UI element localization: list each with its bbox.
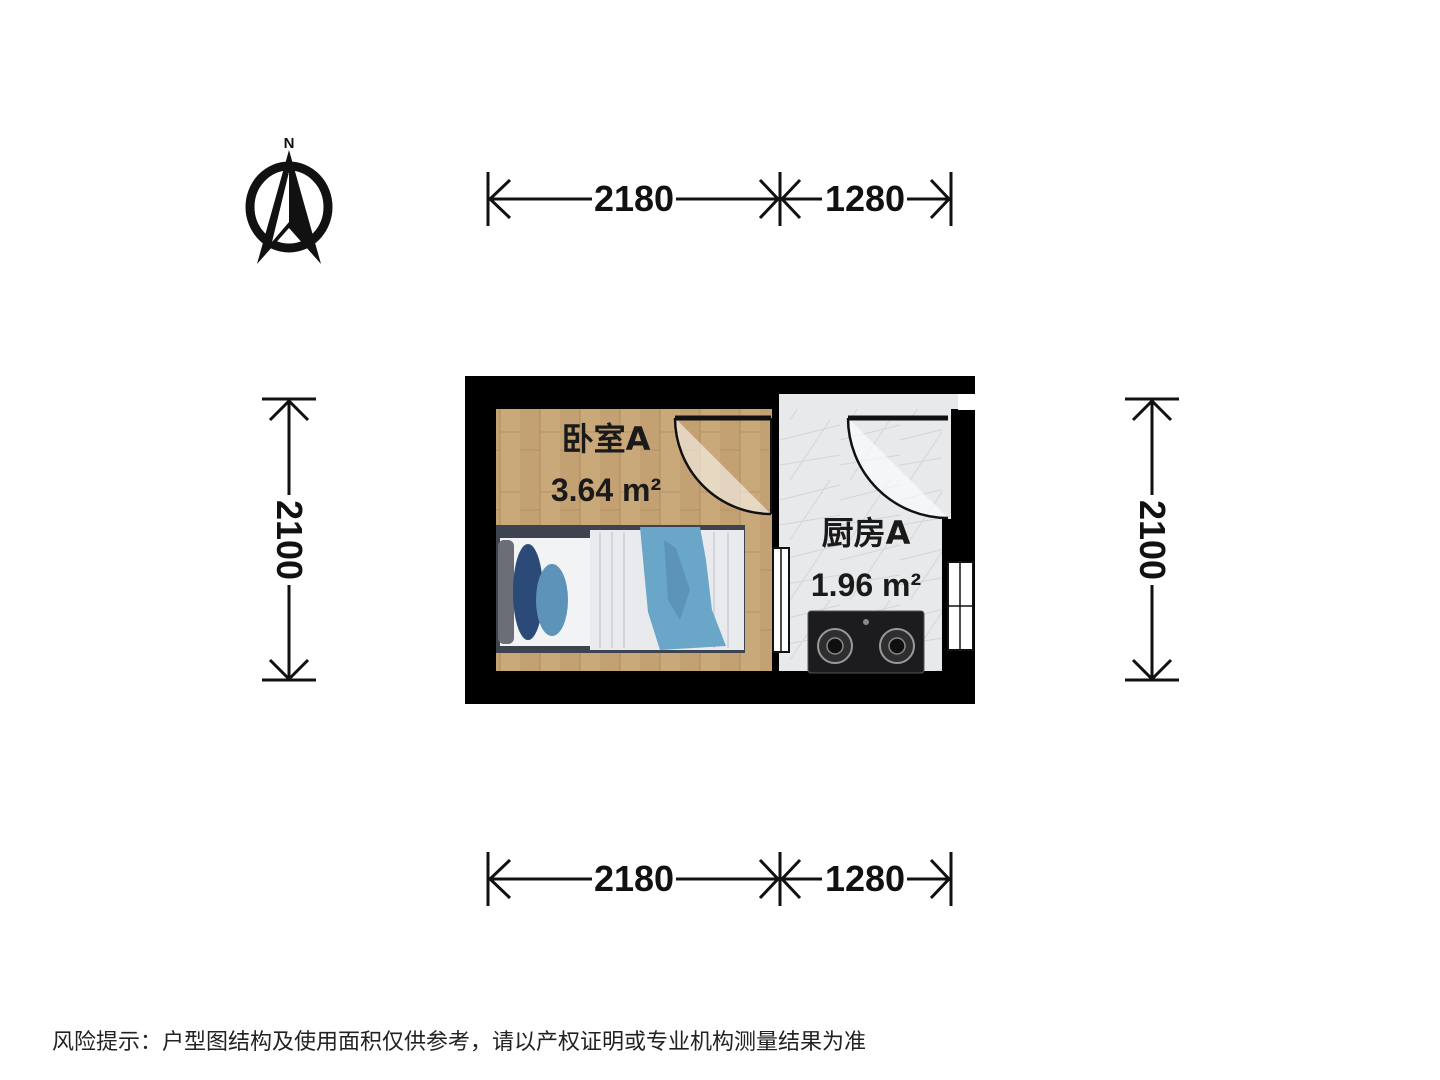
right-window (947, 519, 975, 651)
dimension-top (486, 172, 953, 226)
dimension-bottom-kitchen: 1280 (825, 858, 905, 899)
dimension-bottom (486, 852, 953, 906)
bedroom-name: 卧室A (562, 420, 651, 458)
bedroom-area: 3.64 m² (551, 472, 661, 508)
partition-wall (772, 409, 779, 671)
partition-window (772, 547, 790, 653)
pillow (513, 544, 543, 640)
kitchen-door (846, 415, 949, 520)
dimension-left (262, 397, 316, 682)
kitchen-area: 1.96 m² (811, 567, 921, 603)
dimension-top-kitchen: 1280 (825, 178, 905, 219)
dimension-top-bedroom: 2180 (594, 178, 674, 219)
dimension-left-value: 2100 (269, 500, 310, 580)
stove-icon (807, 610, 925, 674)
disclaimer-text: 风险提示：户型图结构及使用面积仅供参考，请以产权证明或专业机构测量结果为准 (52, 1030, 867, 1055)
dimension-right-value: 2100 (1132, 500, 1173, 580)
compass-icon: N (245, 135, 333, 264)
kitchen-name: 厨房A (822, 514, 911, 552)
bedroom-door (673, 415, 772, 516)
bed (496, 525, 745, 653)
north-label: N (284, 135, 295, 152)
dimension-right (1125, 397, 1179, 682)
dimension-bottom-bedroom: 2180 (594, 858, 674, 899)
headboard-pillow (498, 540, 514, 644)
